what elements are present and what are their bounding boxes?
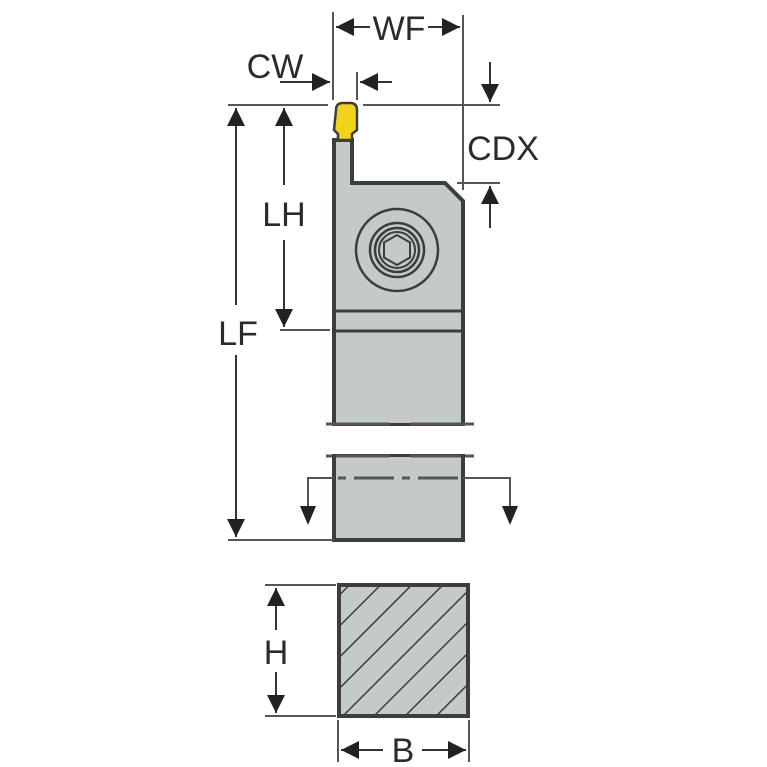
label-cw: CW [247, 48, 304, 86]
tool-body [326, 138, 474, 542]
dimension-wf: WF [332, 10, 464, 190]
dimension-cw: CW [247, 48, 392, 100]
label-b: B [392, 732, 415, 767]
clamp-screw-icon [354, 207, 440, 293]
dimension-h: H [264, 584, 336, 717]
label-cdx: CDX [467, 130, 539, 168]
label-h: H [264, 634, 289, 672]
dimension-b: B [337, 720, 470, 767]
dimension-lf: LF [218, 108, 334, 541]
cutting-insert [332, 101, 359, 142]
dimension-lh: LH [228, 104, 330, 331]
label-wf: WF [373, 10, 426, 48]
cross-section [337, 583, 470, 718]
section-line [300, 476, 518, 525]
label-lf: LF [218, 315, 258, 353]
dimension-cdx: CDX [363, 62, 539, 228]
label-lh: LH [262, 196, 305, 234]
